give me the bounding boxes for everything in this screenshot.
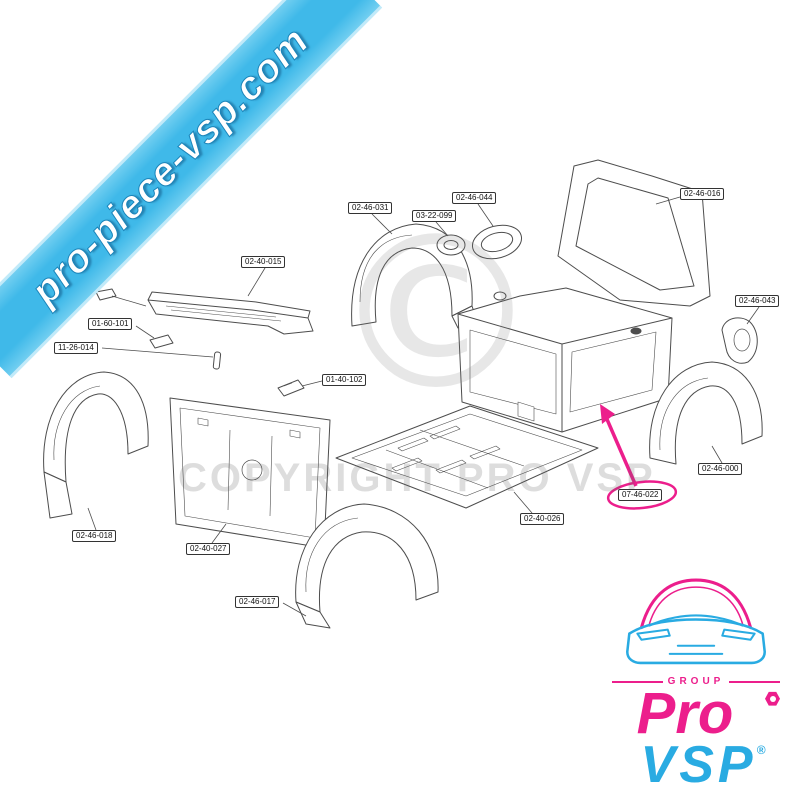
part-label: 02-46-044 [452,192,497,204]
leader-lines [87,196,760,617]
group-label: GROUP [667,676,725,688]
part-quarter-frame [557,159,711,307]
part-label: 03-22-099 [412,210,457,222]
part-label: 02-46-000 [698,463,743,475]
part-label: 02-40-027 [186,543,231,555]
highlight-arrow [600,404,678,510]
part-label: 02-46-043 [735,295,780,307]
part-firewall-panel [169,397,331,549]
part-label: 02-46-016 [680,188,725,200]
part-clip-small [95,288,147,307]
part-label: 02-46-018 [72,530,117,542]
part-label: 11-26-014 [54,342,98,354]
part-label: 01-60-101 [88,318,133,330]
part-clip [149,334,174,349]
part-label-highlighted: 07-46-022 [618,489,663,501]
vsp-text: VSP [640,735,757,794]
part-ring [436,234,466,256]
part-label: 01-40-102 [322,374,367,386]
part-bracket [277,379,305,397]
group-dash-right [729,680,781,683]
part-label: 02-46-031 [348,202,393,214]
part-pin [212,351,222,370]
hexagon-icon [765,691,780,706]
part-floor-panel [335,405,599,509]
part-bracket-small-right [721,317,758,364]
pro-text: Pro [636,681,734,747]
part-wheel-arch-liner-left [43,371,149,519]
part-cowl-panel [147,291,314,335]
part-wheel-arch-liner-bottom [295,503,439,629]
group-dash-left [612,680,663,683]
part-label: 02-46-017 [235,596,280,608]
part-oval-vent [471,224,523,301]
logo-vsp-wordmark: VSP® [620,739,786,791]
part-rear-seat-panel [457,287,673,433]
registered-mark: ® [756,742,766,757]
logo-group-line: GROUP [612,676,781,688]
part-label: 02-40-026 [520,513,565,525]
part-wheel-arch-liner-right [649,361,763,465]
part-label: 02-40-015 [241,256,286,268]
car-outline-icon [626,578,766,665]
provsp-logo: GROUP Pro VSP® [606,573,786,791]
logo-pro-wordmark: Pro [606,685,780,743]
